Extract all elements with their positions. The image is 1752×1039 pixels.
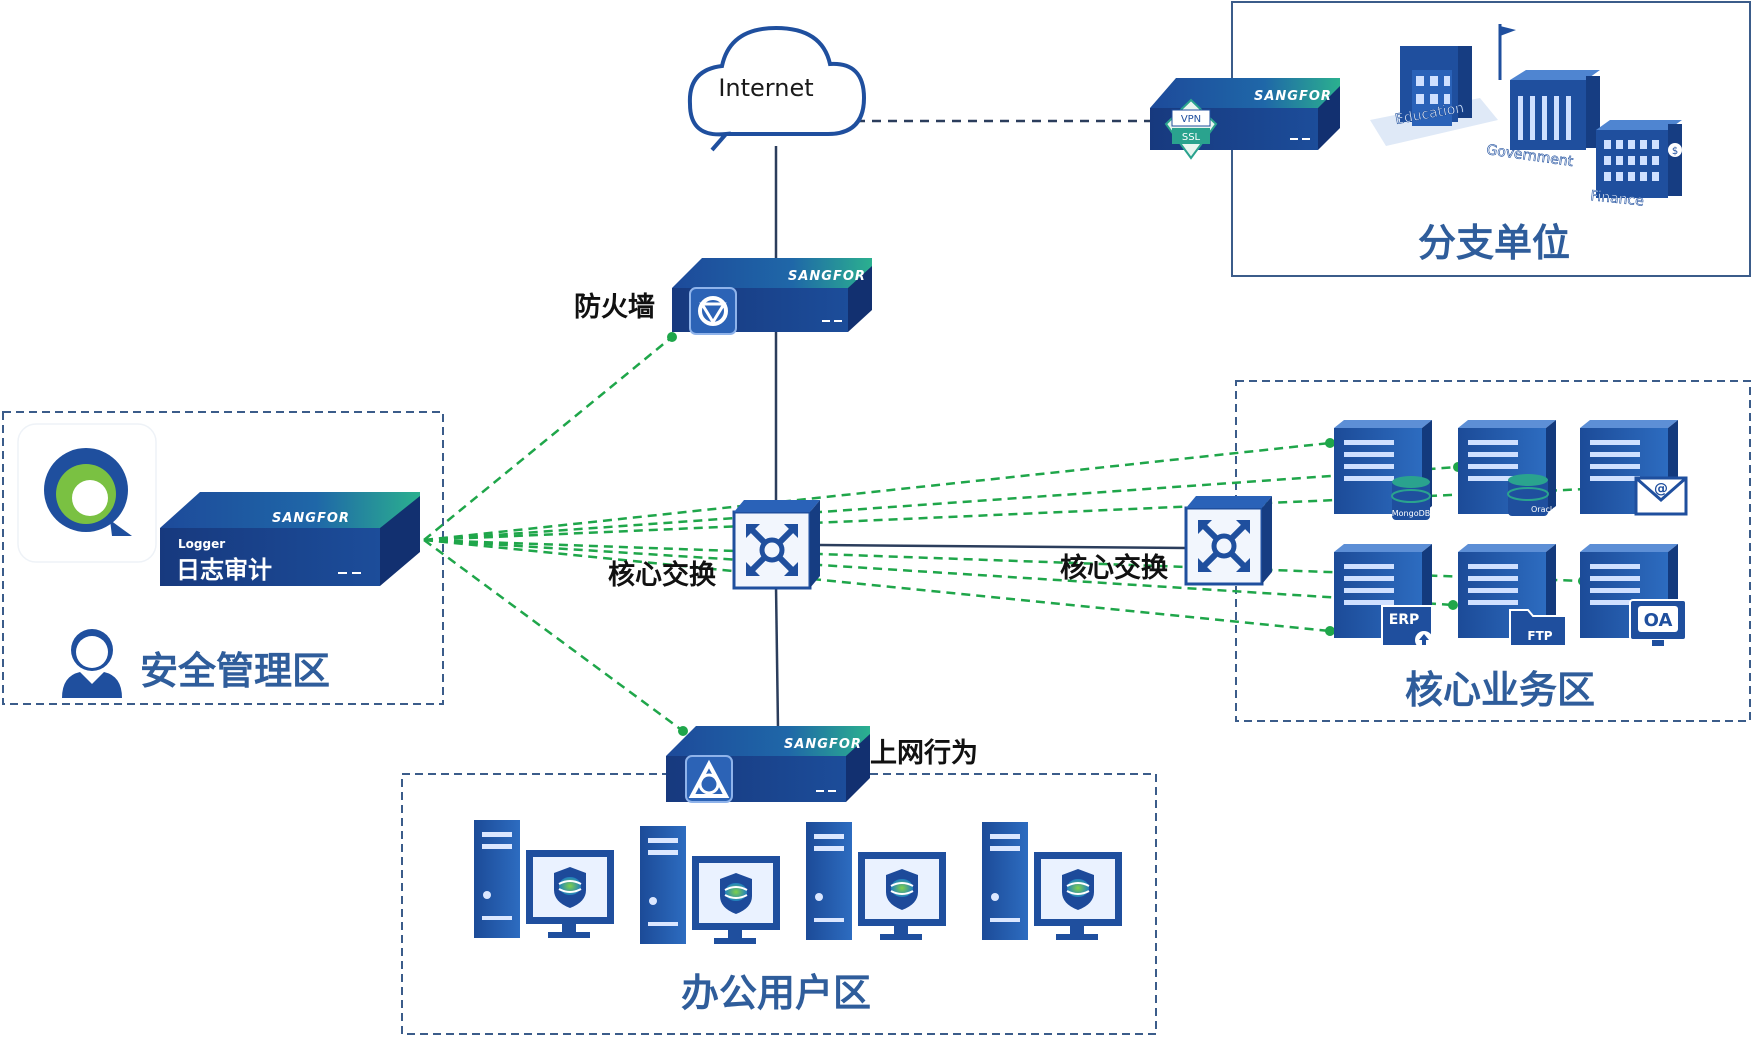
folder-icon xyxy=(1509,609,1567,647)
svg-text:ERP: ERP xyxy=(1389,612,1420,628)
app-logo-icon xyxy=(17,423,157,563)
internet-cloud: Internet xyxy=(687,25,867,152)
building-finance: $ Finance xyxy=(1589,120,1682,210)
building-education: Education xyxy=(1394,46,1472,128)
logger-device: SANGFOR Logger 日志审计 xyxy=(160,492,420,586)
svg-text:SSL: SSL xyxy=(1182,132,1201,143)
svg-text:Finance: Finance xyxy=(1590,188,1645,210)
office-pc-3 xyxy=(805,821,947,941)
svg-text:OA: OA xyxy=(1644,610,1673,631)
behavior-device: SANGFOR xyxy=(666,726,870,803)
branch-title: 分支单位 xyxy=(1418,221,1570,265)
server-mongodb: MongoDB xyxy=(1334,420,1432,520)
user-icon xyxy=(62,629,122,698)
switch-icon xyxy=(734,500,820,588)
cloud-icon xyxy=(687,25,867,152)
branch-buildings: Education Government $ Fin xyxy=(1370,24,1682,210)
svg-text:$: $ xyxy=(1672,146,1678,157)
brand-logo-vpn: SANGFOR xyxy=(1254,89,1332,104)
svg-text:FTP: FTP xyxy=(1527,629,1552,643)
internet-label: Internet xyxy=(718,74,813,102)
security-zone xyxy=(2,411,444,705)
building-government: Government xyxy=(1485,24,1600,170)
shield-icon xyxy=(689,287,737,335)
logger-big-label: 日志审计 xyxy=(176,556,272,584)
svg-text:@: @ xyxy=(1654,481,1668,497)
physical-links xyxy=(774,146,1187,729)
svg-text:MongoDB: MongoDB xyxy=(1392,509,1431,518)
vpn-device: SANGFOR VPN SSL xyxy=(1150,78,1340,160)
office-title: 办公用户区 xyxy=(681,971,871,1015)
server-oracle: Oracle xyxy=(1458,420,1557,516)
core-switch-1-label: 核心交换 xyxy=(608,559,717,591)
security-zone-title: 安全管理区 xyxy=(140,649,330,693)
server-erp: ERP xyxy=(1334,544,1433,649)
switch-icon xyxy=(1186,496,1272,584)
brand-logo-logger: SANGFOR xyxy=(272,511,350,526)
core-switch-1 xyxy=(734,500,820,588)
firewall-label: 防火墙 xyxy=(574,292,655,323)
core-business-title: 核心业务区 xyxy=(1405,668,1595,712)
database-icon xyxy=(1507,474,1549,516)
core-switch-2 xyxy=(1186,496,1272,584)
server-mail: @ xyxy=(1580,420,1688,516)
server-ftp: FTP xyxy=(1458,544,1567,647)
office-pc-2 xyxy=(639,825,781,945)
firewall-device: SANGFOR xyxy=(672,258,872,335)
pc-icon xyxy=(981,821,1123,941)
pc-icon xyxy=(639,825,781,945)
pc-icon xyxy=(473,819,615,939)
office-pc-4 xyxy=(981,821,1123,941)
brand-logo-behavior: SANGFOR xyxy=(784,737,862,752)
behavior-label: 上网行为 xyxy=(870,737,978,769)
svg-text:VPN: VPN xyxy=(1181,114,1201,125)
pc-icon xyxy=(805,821,947,941)
vpn-icon: VPN SSL xyxy=(1164,98,1218,160)
database-icon xyxy=(1391,476,1431,520)
server-oa: OA xyxy=(1580,544,1687,646)
office-pc-1 xyxy=(473,819,615,939)
svg-text:Oracle: Oracle xyxy=(1531,505,1557,514)
core-switch-2-label: 核心交换 xyxy=(1060,552,1169,584)
brand-logo: SANGFOR xyxy=(788,269,866,284)
shield-icon xyxy=(685,755,733,803)
logger-small-label: Logger xyxy=(178,537,225,551)
email-icon: @ xyxy=(1634,476,1688,516)
